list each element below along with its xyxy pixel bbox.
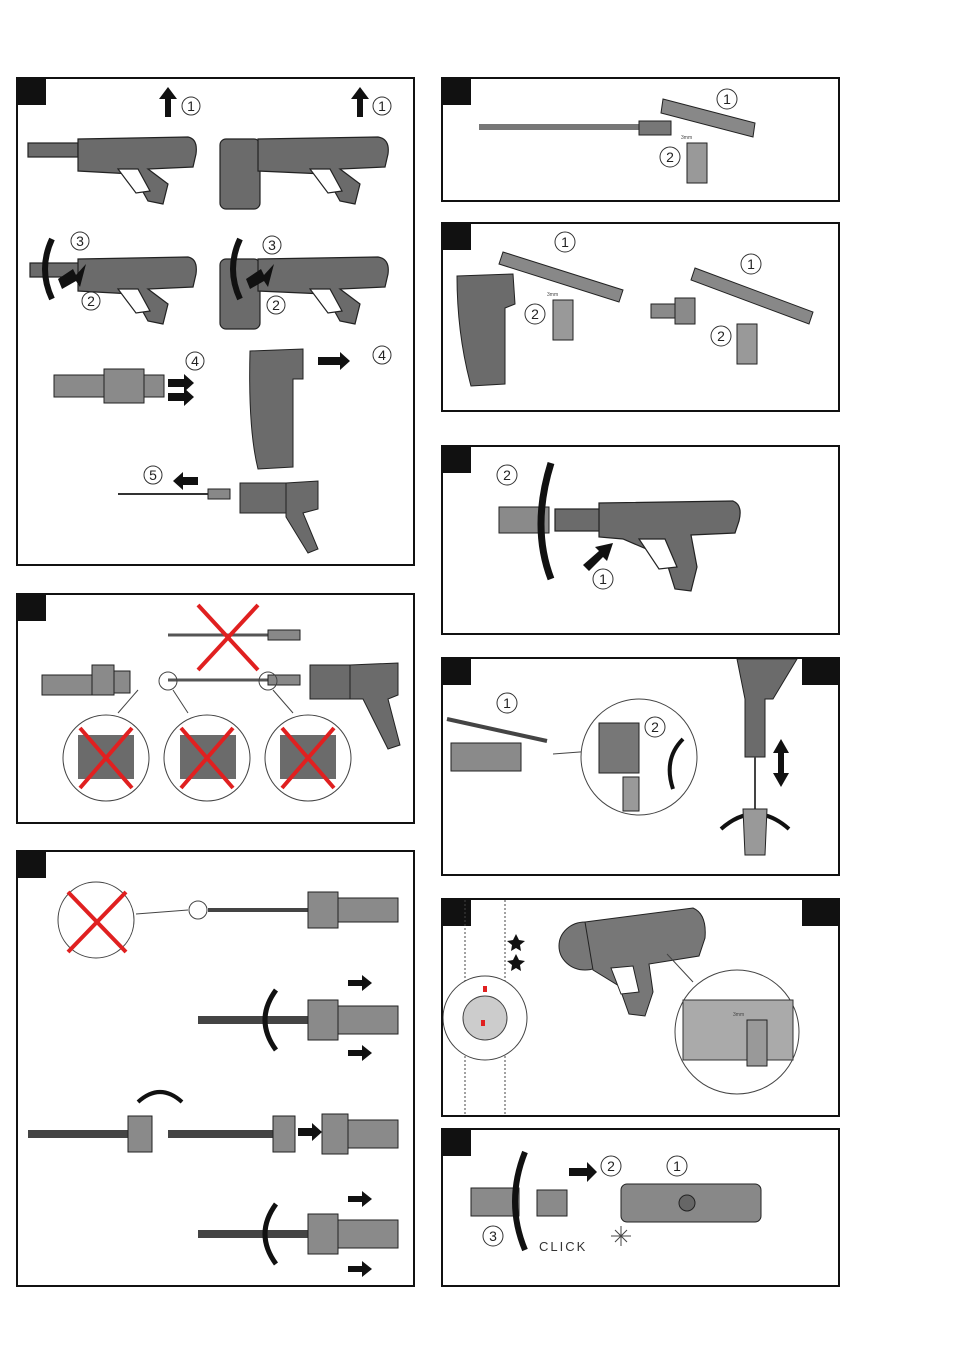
step-number: 2 bbox=[87, 293, 95, 309]
step-number: 1 bbox=[378, 98, 386, 114]
step-number: 1 bbox=[673, 1158, 681, 1174]
step-number: 3 bbox=[76, 233, 84, 249]
right-arrow-icon bbox=[348, 975, 372, 991]
step-number: 2 bbox=[272, 297, 280, 313]
right-arrow-icon bbox=[569, 1162, 597, 1182]
magazine-body bbox=[250, 349, 303, 469]
panel-piston-ring bbox=[16, 850, 415, 1287]
spray-can bbox=[737, 324, 757, 364]
nail-gun-tool-with-magazine bbox=[220, 137, 388, 209]
final-assembly-illustration: 2 1 3 CLICK bbox=[443, 1130, 838, 1285]
right-arrow-icon bbox=[168, 388, 194, 406]
spray-can bbox=[623, 777, 639, 811]
magazine-body bbox=[621, 1184, 761, 1222]
nail-gun-tool bbox=[555, 501, 740, 591]
step-number: 2 bbox=[717, 328, 725, 344]
step-number: 2 bbox=[666, 149, 674, 165]
right-arrow-icon bbox=[318, 352, 350, 370]
right-arrow-icon bbox=[348, 1191, 372, 1207]
push-arrow-icon bbox=[583, 543, 613, 571]
disassembly-illustration: 1 1 3 2 3 2 bbox=[18, 79, 413, 564]
ring-detail bbox=[443, 900, 527, 1115]
up-arrow-icon bbox=[351, 87, 369, 117]
step-number: 1 bbox=[187, 98, 195, 114]
step-number: 1 bbox=[503, 695, 511, 711]
magazine-cleaning-illustration: 1 2 bbox=[443, 659, 838, 874]
step-number: 1 bbox=[723, 91, 731, 107]
step-number: 1 bbox=[561, 234, 569, 250]
panel-magazine-cleaning: 1 2 bbox=[441, 657, 840, 876]
reassembly-illustration: 2 1 bbox=[443, 447, 838, 633]
panel-disassembly: 1 1 3 2 3 2 bbox=[16, 77, 415, 566]
step-number: 2 bbox=[651, 719, 659, 735]
right-arrow-icon bbox=[168, 374, 194, 392]
right-arrow-icon bbox=[348, 1261, 372, 1277]
piston-guide bbox=[54, 369, 164, 403]
step-number: 1 bbox=[599, 571, 607, 587]
step-number: 2 bbox=[531, 306, 539, 322]
step-number: 4 bbox=[378, 347, 386, 363]
cleaning-brush bbox=[691, 268, 813, 324]
step-number: 1 bbox=[747, 256, 755, 272]
star-icon bbox=[507, 934, 525, 951]
cleaning-guide-illustration: 1 3mm 2 1 2 bbox=[443, 224, 838, 410]
step-number: 3 bbox=[489, 1228, 497, 1244]
piston-ring-illustration bbox=[18, 852, 413, 1285]
step-number: 5 bbox=[149, 467, 157, 483]
click-label: CLICK bbox=[539, 1239, 587, 1254]
piston-guide bbox=[42, 665, 130, 695]
spray-can bbox=[553, 300, 573, 340]
spray-can bbox=[747, 1020, 767, 1066]
nail-gun-tool bbox=[28, 137, 196, 204]
panel-lubrication: 3mm bbox=[441, 898, 840, 1117]
step-number: 3 bbox=[268, 237, 276, 253]
cross-icon bbox=[198, 605, 258, 670]
spray-label: 3mm bbox=[733, 1012, 744, 1018]
spray-label: 3mm bbox=[547, 292, 558, 298]
inspection-illustration bbox=[18, 595, 413, 822]
lubrication-illustration: 3mm bbox=[443, 900, 838, 1115]
click-burst-icon bbox=[611, 1226, 631, 1246]
right-arrow-icon bbox=[348, 1045, 372, 1061]
swap-arrow-icon bbox=[138, 1092, 182, 1102]
spray-label: 3mm bbox=[681, 135, 692, 141]
panel-inspection bbox=[16, 593, 415, 824]
up-down-arrow-icon bbox=[773, 739, 789, 787]
cleaning-brush bbox=[499, 252, 623, 302]
rotate-ring-icon bbox=[515, 1152, 525, 1250]
spray-can bbox=[687, 143, 707, 183]
right-arrow-icon bbox=[298, 1123, 322, 1141]
star-icon bbox=[507, 954, 525, 971]
step-number: 2 bbox=[503, 467, 511, 483]
cleaning-piston-illustration: 1 3mm 2 bbox=[443, 79, 838, 200]
cleaning-brush bbox=[661, 99, 755, 137]
step-number: 4 bbox=[191, 353, 199, 369]
up-arrow-icon bbox=[159, 87, 177, 117]
panel-cleaning-guide: 1 3mm 2 1 2 bbox=[441, 222, 840, 412]
panel-reassembly: 2 1 bbox=[441, 445, 840, 635]
left-arrow-icon bbox=[173, 472, 198, 490]
panel-final-assembly: 2 1 3 CLICK bbox=[441, 1128, 840, 1287]
panel-cleaning-piston: 1 3mm 2 bbox=[441, 77, 840, 202]
step-number: 2 bbox=[607, 1158, 615, 1174]
